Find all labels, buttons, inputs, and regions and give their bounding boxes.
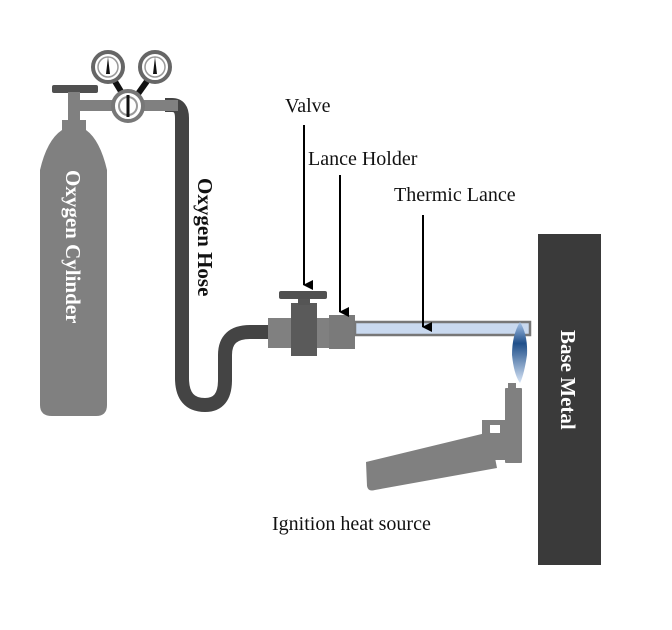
cylinder-label: Oxygen Cylinder <box>61 170 85 323</box>
valve <box>268 291 355 356</box>
thermic-lance-label: Thermic Lance <box>394 184 516 206</box>
valve-handle <box>279 291 327 299</box>
base-metal-label: Base Metal <box>556 330 580 430</box>
regulator <box>91 50 172 123</box>
lance-holder-label: Lance Holder <box>308 148 418 170</box>
cylinder-valve-handle <box>52 85 98 93</box>
oxygen-cylinder: Oxygen Cylinder <box>40 85 178 416</box>
lance-holder <box>329 315 355 349</box>
hose-label: Oxygen Hose <box>193 178 217 296</box>
flame <box>512 322 528 383</box>
oxygen-hose <box>165 98 272 413</box>
ignition-label: Ignition heat source <box>272 513 431 535</box>
valve-label: Valve <box>285 95 331 117</box>
ignition-torch <box>366 383 522 491</box>
thermic-lance <box>353 320 532 337</box>
base-metal <box>538 234 601 565</box>
